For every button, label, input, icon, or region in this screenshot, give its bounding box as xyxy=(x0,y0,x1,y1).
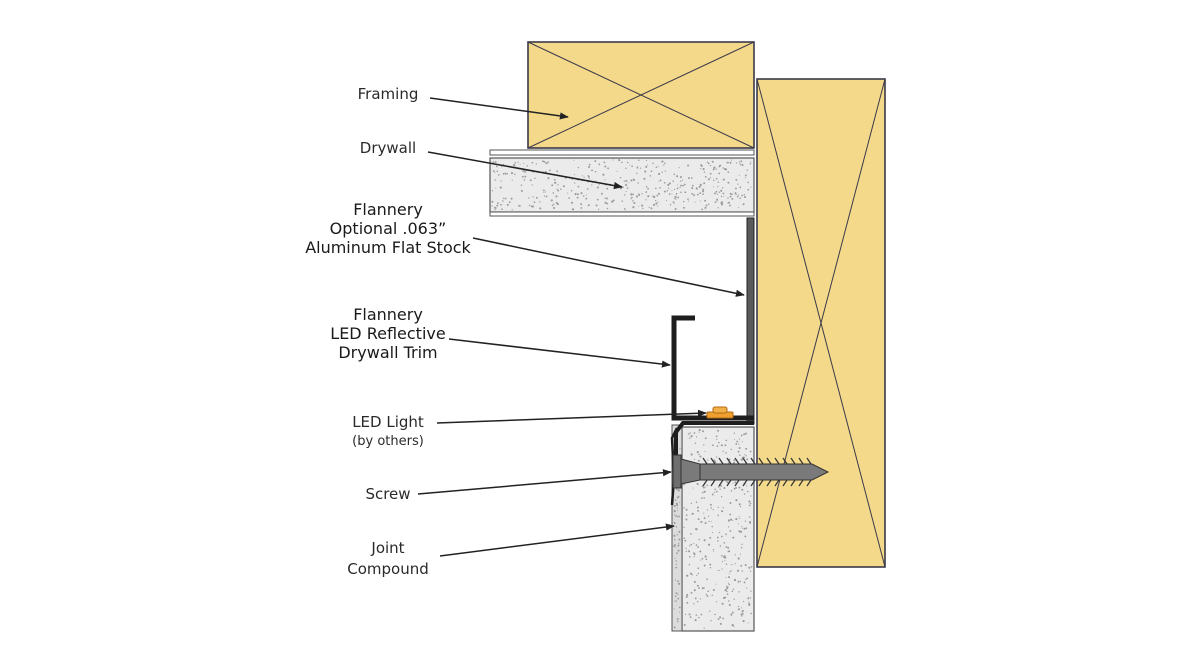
wall-drywall xyxy=(681,426,755,632)
arrow-led-light xyxy=(436,409,707,424)
arrow-framing xyxy=(429,97,569,120)
drywall-label: Drywall xyxy=(359,139,417,157)
screw-label: Screw xyxy=(365,485,411,503)
flat-stock-label: Flannery Optional .063” Aluminum Flat St… xyxy=(305,200,471,257)
trim-label: Flannery LED Reflective Drywall Trim xyxy=(330,305,446,362)
arrow-drywall xyxy=(427,151,623,190)
led-light xyxy=(706,406,734,419)
framing-stud xyxy=(756,78,886,568)
screw xyxy=(672,454,830,489)
led-light-label: LED Light (by others) xyxy=(352,413,424,449)
arrow-flat-stock xyxy=(472,237,745,297)
framing-header xyxy=(527,41,755,149)
arrow-screw xyxy=(417,469,672,495)
arrow-joint-compound xyxy=(439,523,675,557)
leader-lines xyxy=(417,97,745,557)
ceiling-drywall xyxy=(489,149,755,217)
framing-label: Framing xyxy=(357,85,419,103)
arrow-trim xyxy=(448,338,671,368)
aluminum-flat-stock xyxy=(746,217,755,425)
joint-compound-label: Joint Compound xyxy=(347,539,429,578)
